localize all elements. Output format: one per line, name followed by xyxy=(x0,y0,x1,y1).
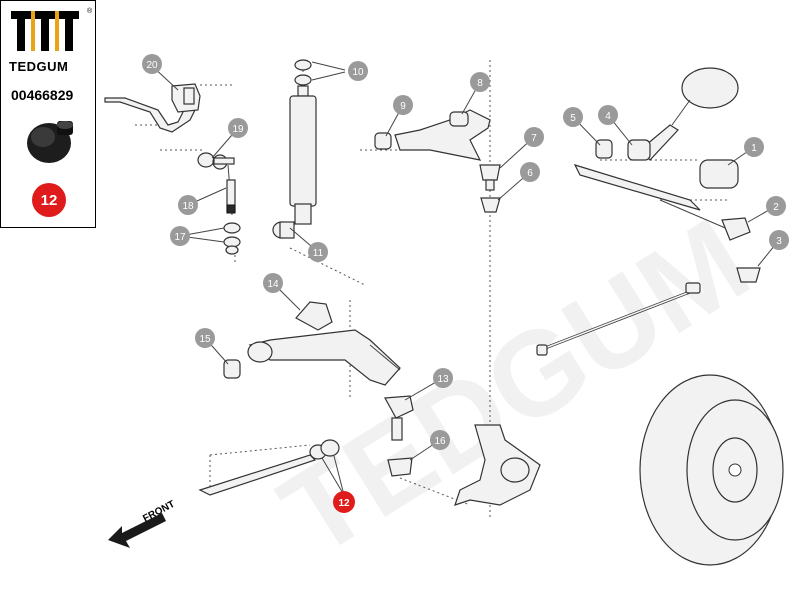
svg-text:19: 19 xyxy=(232,124,244,135)
wheel-tire xyxy=(639,374,784,566)
callout-13[interactable]: 13 xyxy=(433,368,453,388)
strut-rod xyxy=(198,439,340,496)
callout-badges: 1 2 3 4 5 6 7 8 9 10 11 13 14 15 16 17 1… xyxy=(142,54,789,513)
callout-16[interactable]: 16 xyxy=(430,430,450,450)
callout-7[interactable]: 7 xyxy=(524,127,544,147)
svg-text:10: 10 xyxy=(352,67,364,78)
brand-name: TEDGUM xyxy=(9,59,69,74)
svg-text:3: 3 xyxy=(776,236,782,247)
svg-text:11: 11 xyxy=(313,248,324,259)
callout-12-highlighted[interactable]: 12 xyxy=(333,491,355,513)
shock-absorber xyxy=(272,59,317,239)
svg-text:6: 6 xyxy=(527,168,533,179)
lower-control-arm xyxy=(223,329,401,386)
callout-18[interactable]: 18 xyxy=(178,195,198,215)
callout-14[interactable]: 14 xyxy=(263,273,283,293)
callout-8[interactable]: 8 xyxy=(470,72,490,92)
steering-knuckle xyxy=(454,424,541,506)
callout-15[interactable]: 15 xyxy=(195,328,215,348)
svg-text:20: 20 xyxy=(146,60,158,71)
front-direction-arrow: FRONT xyxy=(108,499,177,548)
callout-2[interactable]: 2 xyxy=(766,196,786,216)
svg-text:4: 4 xyxy=(605,111,611,122)
part-number: 00466829 xyxy=(11,87,74,103)
part-photo xyxy=(27,121,73,163)
bump-stop xyxy=(295,301,333,331)
tie-rod xyxy=(536,282,701,356)
brand-logo: ® xyxy=(11,7,93,51)
callout-3[interactable]: 3 xyxy=(769,230,789,250)
callout-5[interactable]: 5 xyxy=(563,107,583,127)
stabilizer-bar xyxy=(104,83,201,133)
highlight-badge: 12 xyxy=(32,183,66,217)
callout-1[interactable]: 1 xyxy=(744,137,764,157)
callout-9[interactable]: 9 xyxy=(393,95,413,115)
callout-10[interactable]: 10 xyxy=(348,61,368,81)
svg-text:16: 16 xyxy=(434,436,446,447)
svg-text:18: 18 xyxy=(182,201,194,212)
svg-text:1: 1 xyxy=(751,143,757,154)
svg-text:7: 7 xyxy=(531,133,537,144)
svg-text:2: 2 xyxy=(773,202,779,213)
upper-ball-joint xyxy=(479,164,501,213)
lower-ball-joint xyxy=(384,395,414,477)
part-info-panel: ® TEDGUM 00466829 12 xyxy=(0,0,96,228)
callout-11[interactable]: 11 xyxy=(308,242,328,262)
steering-assembly xyxy=(573,67,761,283)
bushings-17 xyxy=(223,222,241,255)
svg-text:15: 15 xyxy=(199,334,211,345)
registered-mark: ® xyxy=(87,7,93,15)
callout-20[interactable]: 20 xyxy=(142,54,162,74)
callout-6[interactable]: 6 xyxy=(520,162,540,182)
callout-19[interactable]: 19 xyxy=(228,118,248,138)
callout-4[interactable]: 4 xyxy=(598,105,618,125)
svg-text:5: 5 xyxy=(570,113,576,124)
stabilizer-link xyxy=(197,152,236,216)
svg-text:9: 9 xyxy=(400,101,406,112)
svg-text:13: 13 xyxy=(437,374,449,385)
svg-text:12: 12 xyxy=(338,498,350,509)
svg-text:8: 8 xyxy=(477,78,483,89)
callout-17[interactable]: 17 xyxy=(170,226,190,246)
svg-text:14: 14 xyxy=(267,279,279,290)
svg-text:17: 17 xyxy=(174,232,186,243)
upper-control-arm xyxy=(374,109,491,161)
